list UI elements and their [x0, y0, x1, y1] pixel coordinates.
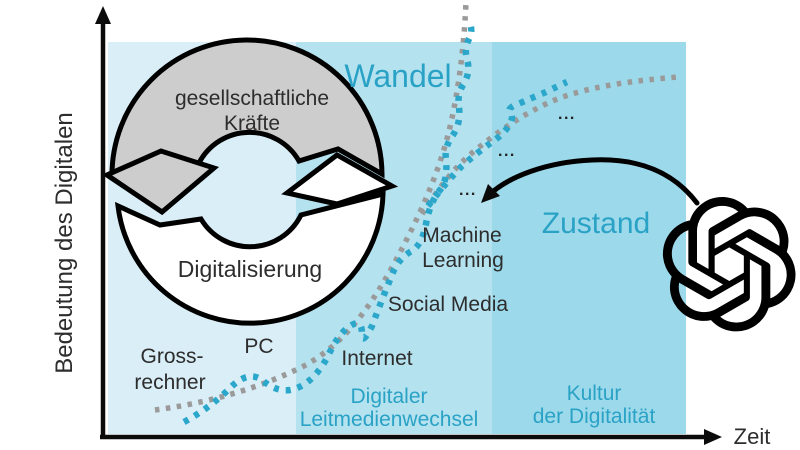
phase-caption-kultur-line2: der Digitalität: [533, 405, 656, 428]
cycle-label-top-line2: Kräfte: [224, 112, 280, 135]
ellipsis-marker-2: ...: [498, 143, 516, 160]
cycle-label-bottom: Digitalisierung: [178, 256, 322, 282]
phase-title-wandel: Wandel: [344, 58, 451, 94]
ellipsis-marker-1: ...: [459, 182, 477, 199]
milestone-grossrechner-line1: Gross-: [141, 345, 204, 368]
cyan-media-wave-curve: [182, 22, 475, 425]
cycle-label-top-line1: gesellschaftliche: [175, 87, 329, 110]
milestone-machine-learning-line1: Machine: [422, 224, 501, 247]
cyan-saturation-curve: [425, 79, 569, 208]
feedback-arrow: [486, 157, 700, 206]
phase-caption-leitmedienwechsel-line2: Leitmedienwechsel: [300, 408, 479, 431]
cycle-arrow-white-body: [114, 190, 386, 326]
milestone-grossrechner-line2: rechner: [134, 371, 205, 394]
gray-saturation-curve: [419, 74, 679, 216]
cycle-arrow-white-head: [281, 152, 399, 207]
y-axis-arrowhead-icon: [95, 6, 111, 24]
milestone-pc: PC: [244, 335, 273, 358]
x-axis-arrowhead-icon: [704, 429, 722, 445]
phase-caption-leitmedienwechsel-line1: Digitaler: [350, 385, 427, 408]
ellipsis-marker-3: ...: [558, 106, 576, 123]
cycle-arrow-gray-head: [101, 148, 220, 216]
cycle-arrow-gray-body: [109, 37, 385, 179]
phase-caption-kultur-line1: Kultur: [567, 382, 622, 405]
milestone-social-media: Social Media: [388, 293, 509, 316]
feedback-arrowhead-icon: [481, 184, 500, 203]
phase-band-3-zustand: [492, 42, 686, 434]
openai-logo-icon: [662, 197, 796, 332]
phase-title-zustand: Zustand: [542, 207, 650, 240]
y-axis-label: Bedeutung des Digitalen: [51, 112, 78, 374]
milestone-internet: Internet: [341, 347, 412, 370]
milestone-machine-learning-line2: Learning: [422, 249, 504, 272]
x-axis-label: Zeit: [734, 424, 771, 449]
